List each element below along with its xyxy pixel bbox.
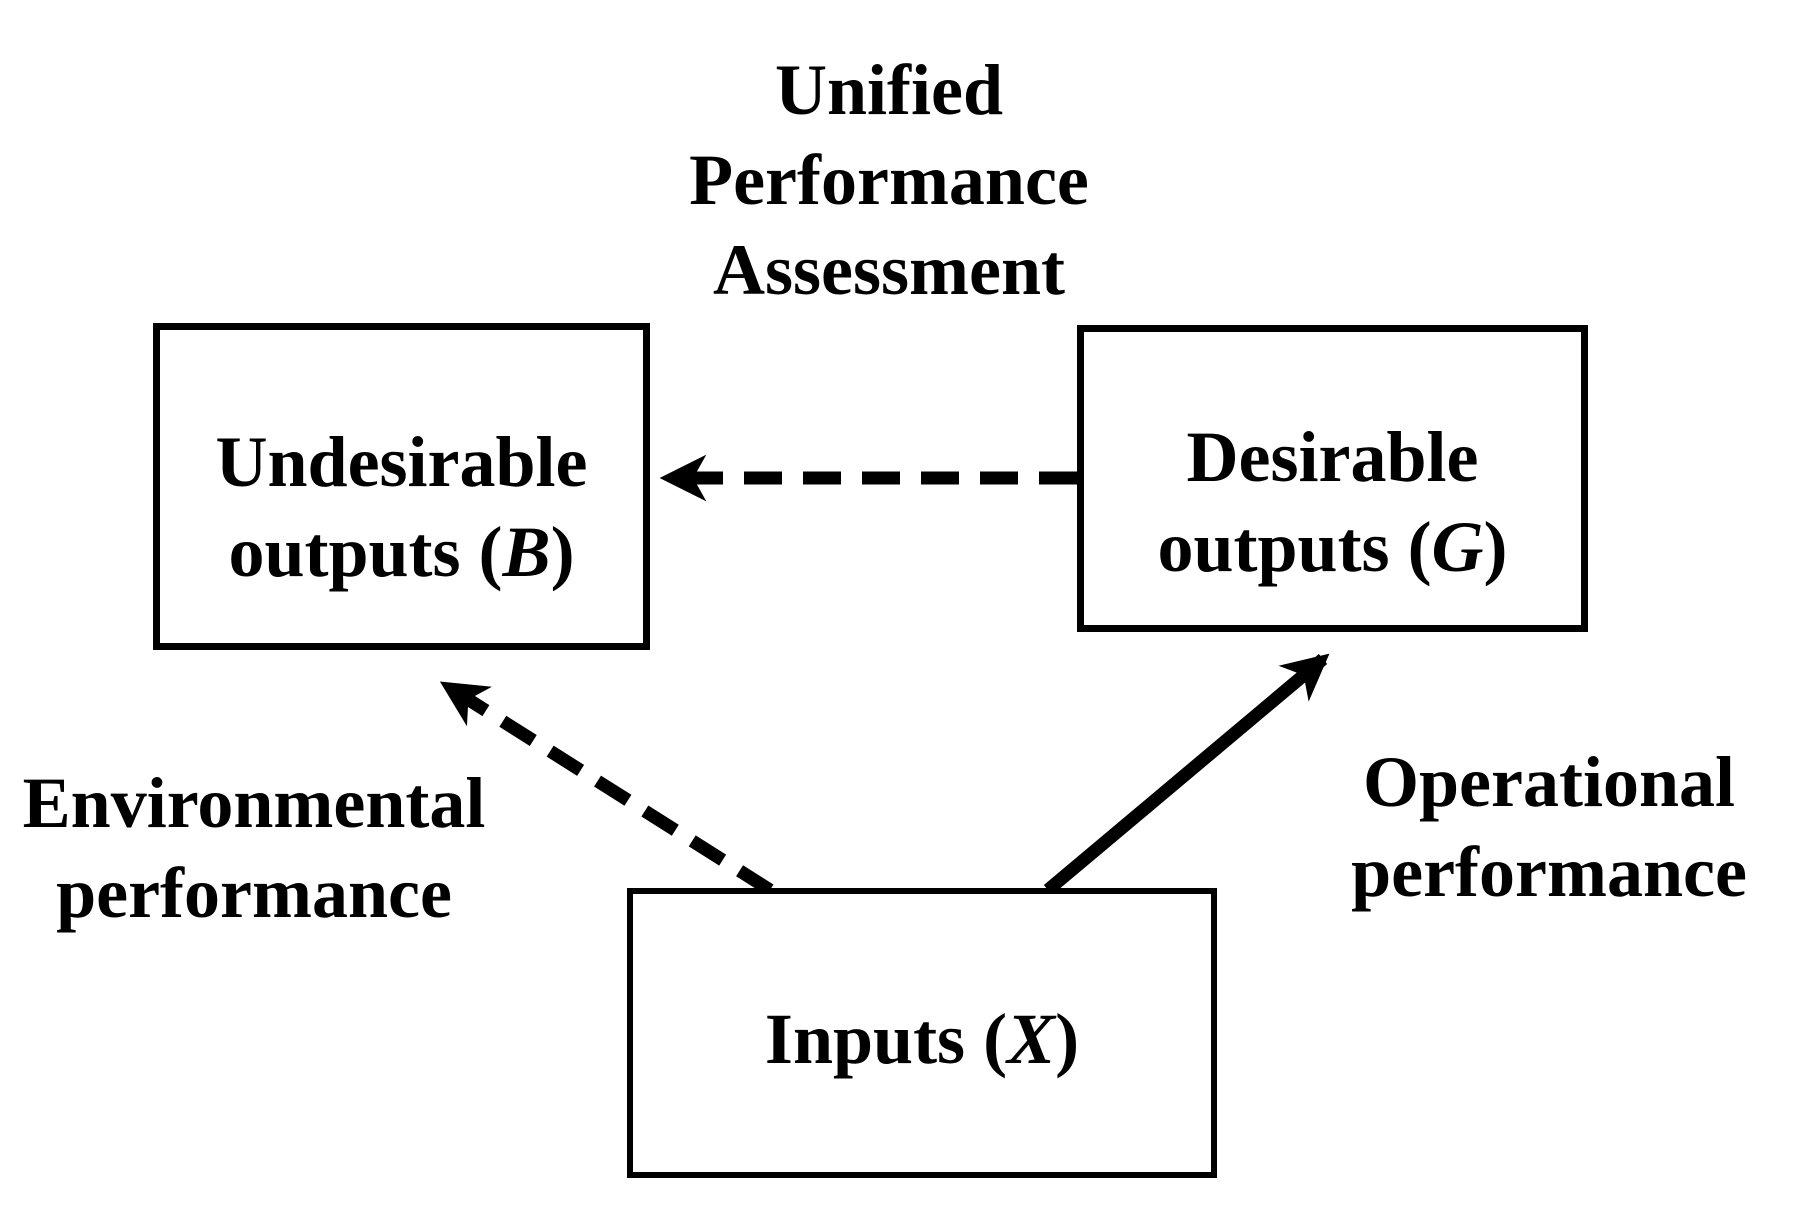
desirable-line-2: outputs (G) (1084, 502, 1581, 592)
operational-line-1: Operational (1363, 742, 1735, 822)
undesirable-outputs-box: Undesirable outputs (B) (153, 323, 650, 650)
inputs-post: ) (1055, 999, 1080, 1079)
inputs-label: Inputs (X) (633, 994, 1211, 1084)
title-line-2: Performance (689, 140, 1089, 220)
inputs-pre: Inputs ( (764, 999, 1008, 1079)
undesirable-line-2-post: ) (550, 511, 575, 592)
desirable-variable: G (1431, 506, 1484, 587)
environmental-performance-label: Environmental performance (4, 758, 504, 938)
inputs-variable: X (1007, 999, 1056, 1079)
desirable-line-2-post: ) (1483, 506, 1508, 587)
arrow-inputs-to-undesirable (439, 680, 774, 896)
desirable-line-1: Desirable (1186, 416, 1479, 497)
operational-line-2: performance (1351, 832, 1747, 912)
inputs-box: Inputs (X) (627, 888, 1217, 1178)
arrow-inputs-to-desirable (1043, 653, 1330, 895)
environmental-line-1: Environmental (22, 763, 486, 843)
undesirable-variable: B (502, 511, 551, 592)
desirable-outputs-box: Desirable outputs (G) (1077, 325, 1588, 632)
desirable-line-2-pre: outputs ( (1157, 506, 1432, 587)
diagram-title: Unified Performance Assessment (589, 45, 1189, 315)
environmental-line-2: performance (56, 853, 452, 933)
undesirable-line-2: outputs (B) (160, 507, 643, 597)
undesirable-outputs-label: Undesirable outputs (B) (160, 417, 643, 597)
title-line-3: Assessment (713, 230, 1065, 310)
operational-performance-label: Operational performance (1299, 737, 1798, 917)
undesirable-line-2-pre: outputs ( (228, 511, 503, 592)
undesirable-line-1: Undesirable (215, 421, 588, 502)
desirable-outputs-label: Desirable outputs (G) (1084, 412, 1581, 592)
title-line-1: Unified (774, 50, 1004, 130)
